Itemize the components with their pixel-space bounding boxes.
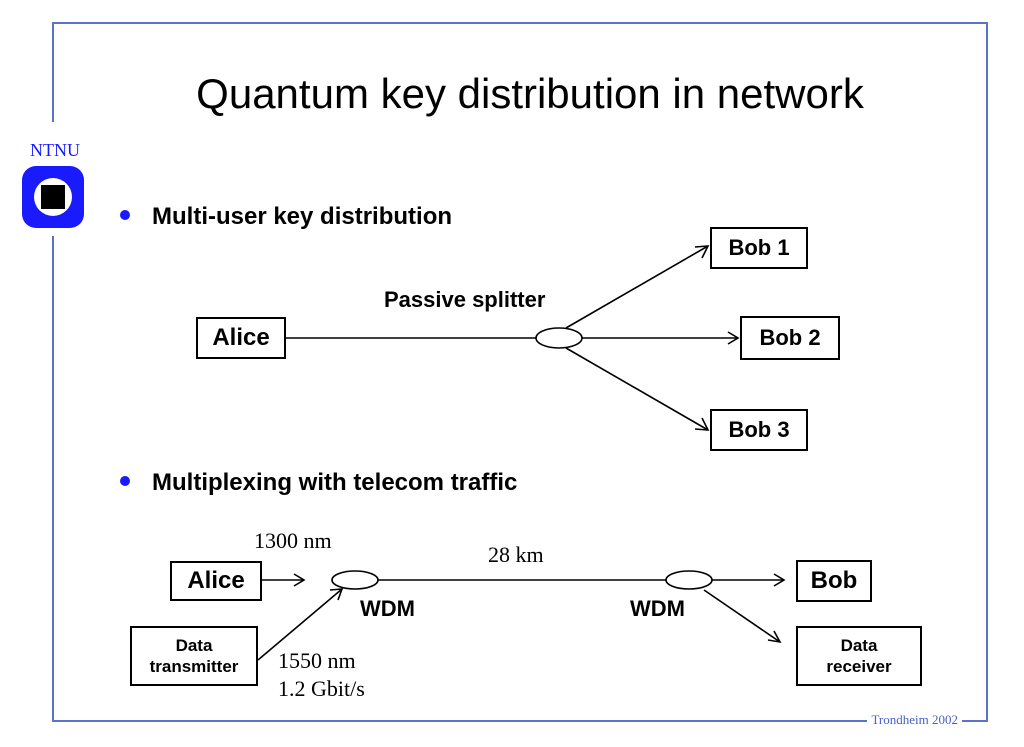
- bob-box: Bob: [796, 560, 872, 602]
- bullet-multi-user: Multi-user key distribution: [152, 203, 453, 230]
- arrowhead-bob3: [694, 417, 710, 431]
- bob1-label: Bob 1: [728, 235, 790, 260]
- bullet-dot-1: [120, 210, 130, 220]
- splitter-to-bob1-line: [565, 245, 709, 329]
- data-receiver-label: Data receiver: [826, 636, 892, 676]
- alice-box-1: Alice: [196, 317, 286, 359]
- data-transmitter-label: Data transmitter: [149, 636, 239, 676]
- distance-label: 28 km: [488, 542, 544, 567]
- arrowhead-transmitter-wdm: [329, 588, 344, 601]
- arrowhead-alice-wdm: [293, 573, 306, 587]
- alice-label-2: Alice: [187, 567, 245, 594]
- wdm-left-label: WDM: [360, 596, 415, 621]
- wavelength-1300-label: 1300 nm: [254, 528, 332, 553]
- frame-right-line: [986, 22, 988, 722]
- bob3-label: Bob 3: [728, 417, 790, 442]
- logo-text: NTNU: [30, 140, 80, 160]
- data-transmitter-box: Data transmitter: [130, 626, 258, 686]
- wdm-left-shape: [331, 570, 379, 590]
- bob3-box: Bob 3: [710, 409, 808, 451]
- bob1-box: Bob 1: [710, 227, 808, 269]
- bullet-dot-2: [120, 476, 130, 486]
- wdm-to-receiver-line: [703, 589, 781, 643]
- wavelength-1550-label: 1550 nm: [278, 648, 356, 673]
- wdm-right-shape: [665, 570, 713, 590]
- alice-box-2: Alice: [170, 561, 262, 601]
- transmitter-to-wdm-line: [257, 588, 343, 661]
- splitter-to-bob3-line: [565, 347, 709, 431]
- bob-label: Bob: [810, 567, 858, 594]
- slide-title: Quantum key distribution in network: [196, 70, 864, 117]
- bullet-multiplexing: Multiplexing with telecom traffic: [152, 469, 518, 496]
- arrowhead-bob: [773, 573, 786, 587]
- wdm-right-label: WDM: [630, 596, 685, 621]
- frame-left-line: [52, 22, 54, 122]
- alice-label-1: Alice: [212, 324, 270, 351]
- footer-text: Trondheim 2002: [867, 712, 962, 728]
- passive-splitter-label: Passive splitter: [384, 287, 546, 312]
- arrowhead-receiver: [767, 630, 782, 644]
- bitrate-label: 1.2 Gbit/s: [278, 676, 365, 701]
- arrowhead-bob1: [694, 245, 710, 259]
- bob2-label: Bob 2: [759, 325, 821, 350]
- frame-bottom-line: [52, 720, 988, 722]
- arrowhead-bob2: [727, 331, 740, 345]
- passive-splitter-shape: [535, 327, 583, 349]
- ntnu-logo-icon: [22, 166, 84, 228]
- frame-left-line-lower: [52, 236, 54, 722]
- frame-top-line: [52, 22, 988, 24]
- data-receiver-box: Data receiver: [796, 626, 922, 686]
- bob2-box: Bob 2: [740, 316, 840, 360]
